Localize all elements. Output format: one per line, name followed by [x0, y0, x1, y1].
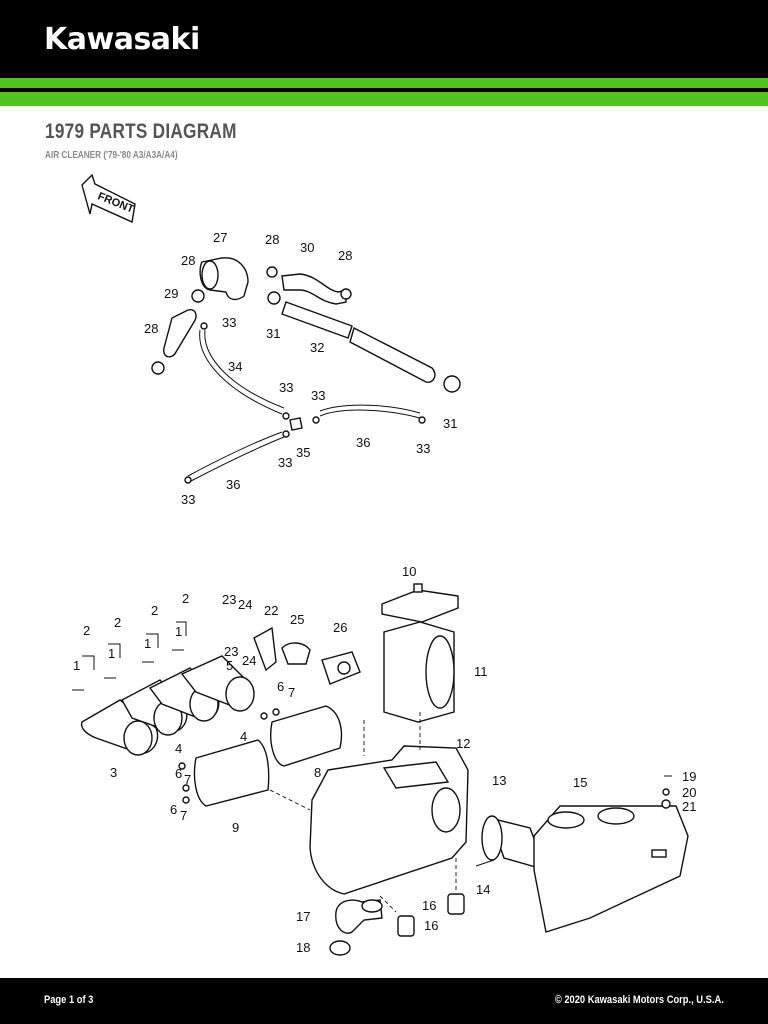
callout-23: 23 — [224, 644, 238, 659]
callout-15: 15 — [573, 775, 587, 790]
callout-32: 32 — [310, 340, 324, 355]
callout-21: 21 — [682, 799, 696, 814]
callout-24: 24 — [242, 653, 256, 668]
callout-33: 33 — [279, 380, 293, 395]
front-arrow-icon: FRONT — [81, 173, 136, 224]
green-stripe-bottom — [0, 92, 768, 106]
callout-24: 24 — [238, 597, 252, 612]
callout-9: 9 — [232, 820, 239, 835]
callout-2: 2 — [83, 623, 90, 638]
lower-airbox-assembly — [72, 583, 689, 956]
callout-1: 1 — [175, 624, 182, 639]
callout-3: 3 — [110, 765, 117, 780]
black-stripe — [0, 88, 768, 92]
callout-25: 25 — [290, 612, 304, 627]
footer-bar: Page 1 of 3 © 2020 Kawasaki Motors Corp.… — [0, 978, 768, 1024]
callout-2: 2 — [114, 615, 121, 630]
callout-23: 23 — [222, 592, 236, 607]
callout-5: 5 — [226, 658, 233, 673]
callout-13: 13 — [492, 773, 506, 788]
callout-26: 26 — [333, 620, 347, 635]
callout-14: 14 — [476, 882, 490, 897]
callout-29: 29 — [164, 286, 178, 301]
callout-36: 36 — [356, 435, 370, 450]
callout-27: 27 — [213, 230, 227, 245]
callout-17: 17 — [296, 909, 310, 924]
callout-34: 34 — [228, 359, 242, 374]
callout-31: 31 — [443, 416, 457, 431]
callout-33: 33 — [278, 455, 292, 470]
callout-4: 4 — [240, 729, 247, 744]
callout-28: 28 — [265, 232, 279, 247]
kawasaki-logo: Kawasaki — [44, 22, 200, 57]
callout-18: 18 — [296, 940, 310, 955]
callout-7: 7 — [180, 808, 187, 823]
callout-16: 16 — [424, 918, 438, 933]
callout-36: 36 — [226, 477, 240, 492]
callout-30: 30 — [300, 240, 314, 255]
callout-6: 6 — [170, 802, 177, 817]
callout-labels: 27 28 30 28 28 29 28 33 31 32 34 33 33 3… — [73, 230, 696, 955]
callout-1: 1 — [73, 658, 80, 673]
callout-28: 28 — [144, 321, 158, 336]
callout-19: 19 — [682, 769, 696, 784]
parts-diagram: FRONT — [72, 173, 696, 956]
callout-8: 8 — [314, 765, 321, 780]
copyright-text: © 2020 Kawasaki Motors Corp., U.S.A. — [554, 994, 724, 1006]
callout-33: 33 — [222, 315, 236, 330]
callout-6: 6 — [277, 679, 284, 694]
green-stripe-top — [0, 78, 768, 88]
callout-7: 7 — [288, 685, 295, 700]
callout-35: 35 — [296, 445, 310, 460]
callout-6: 6 — [175, 766, 182, 781]
callout-2: 2 — [182, 591, 189, 606]
callout-10: 10 — [402, 564, 416, 579]
callout-22: 22 — [264, 603, 278, 618]
callout-4: 4 — [175, 741, 182, 756]
callout-1: 1 — [108, 646, 115, 661]
callout-2: 2 — [151, 603, 158, 618]
callout-1: 1 — [144, 636, 151, 651]
callout-11: 11 — [474, 664, 488, 679]
header-bar: Kawasaki — [0, 0, 768, 78]
page-title: 1979 PARTS DIAGRAM — [45, 120, 237, 143]
callout-33: 33 — [416, 441, 430, 456]
page-indicator: Page 1 of 3 — [44, 994, 94, 1006]
upper-hose-assembly — [151, 257, 461, 484]
callout-31: 31 — [266, 326, 280, 341]
callout-33: 33 — [181, 492, 195, 507]
callout-20: 20 — [682, 785, 696, 800]
callout-12: 12 — [456, 736, 470, 751]
callout-7: 7 — [184, 772, 191, 787]
callout-28: 28 — [338, 248, 352, 263]
page-subtitle: AIR CLEANER ('79-'80 A3/A3A/A4) — [45, 150, 178, 161]
callout-28: 28 — [181, 253, 195, 268]
callout-33: 33 — [311, 388, 325, 403]
callout-16: 16 — [422, 898, 436, 913]
